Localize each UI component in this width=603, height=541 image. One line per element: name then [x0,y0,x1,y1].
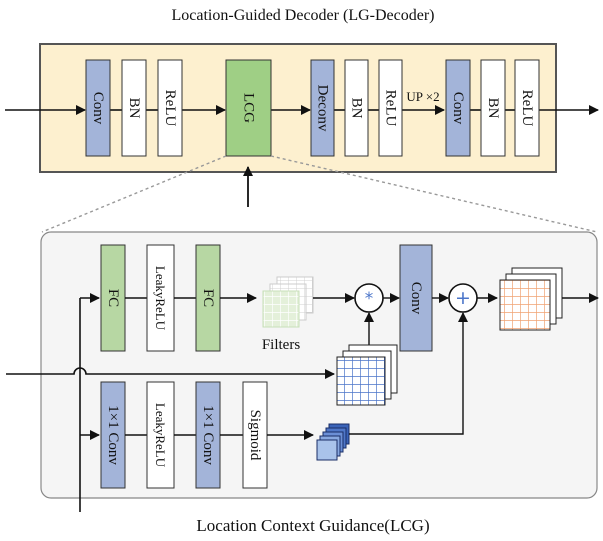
decoder-block-conv-1: Conv [85,59,111,157]
upsample-label: UP ×2 [406,89,439,104]
filters-icon [262,276,314,328]
decoder-title: Location-Guided Decoder (LG-Decoder) [172,7,435,24]
decoder-block-deconv: Deconv [310,59,335,157]
lcg-sigmoid: Sigmoid [242,381,268,489]
svg-text:ReLU: ReLU [519,90,535,127]
svg-text:FC: FC [105,289,121,307]
svg-text:BN: BN [485,98,501,119]
lcg-leakyrelu-2: LeakyReLU [146,381,175,489]
decoder-block-bn-2: BN [344,59,369,157]
decoder-block-relu-2: ReLU [378,59,403,157]
decoder-block-relu-3: ReLU [514,59,540,157]
lcg-conv-block: Conv [399,244,433,352]
decoder-block-relu-1: ReLU [157,59,183,157]
lcg-title: Location Context Guidance(LCG) [196,516,429,535]
lcg-leakyrelu-1: LeakyReLU [146,244,175,352]
feature-map-icon [336,344,398,406]
decoder-block-bn-3: BN [480,59,506,157]
svg-text:Deconv: Deconv [315,85,331,132]
multiply-operator-icon: * [354,283,384,313]
svg-text:1×1 Conv: 1×1 Conv [105,405,121,465]
svg-text:Sigmoid: Sigmoid [247,410,263,461]
lcg-1x1conv-2: 1×1 Conv [195,381,221,489]
svg-text:FC: FC [200,289,216,307]
svg-text:1×1 Conv: 1×1 Conv [200,405,216,465]
lcg-fc-1: FC [100,244,126,352]
zoom-line-right [270,155,598,233]
svg-text:Conv: Conv [90,92,106,125]
add-operator-icon: + [448,283,478,313]
svg-text:LCG: LCG [241,93,257,123]
svg-text:Conv: Conv [408,282,424,315]
svg-text:LeakyReLU: LeakyReLU [153,403,168,468]
svg-text:BN: BN [126,98,142,119]
svg-text:ReLU: ReLU [162,90,178,127]
svg-text:BN: BN [349,98,365,119]
svg-text:ReLU: ReLU [383,90,399,127]
filters-label: Filters [262,337,300,353]
lcg-attention-to-add [349,312,468,435]
svg-text:Conv: Conv [450,92,466,125]
svg-text:*: * [365,289,374,309]
svg-text:LeakyReLU: LeakyReLU [153,266,168,331]
decoder-block-conv-2: Conv [445,59,471,157]
decoder-block-lcg: LCG [225,59,272,157]
lcg-fc-2: FC [195,244,221,352]
decoder-block-bn-1: BN [121,59,147,157]
decoder-panel [39,43,557,173]
lcg-1x1conv-1: 1×1 Conv [100,381,126,489]
output-feature-icon [499,267,563,331]
svg-text:+: + [455,287,471,309]
